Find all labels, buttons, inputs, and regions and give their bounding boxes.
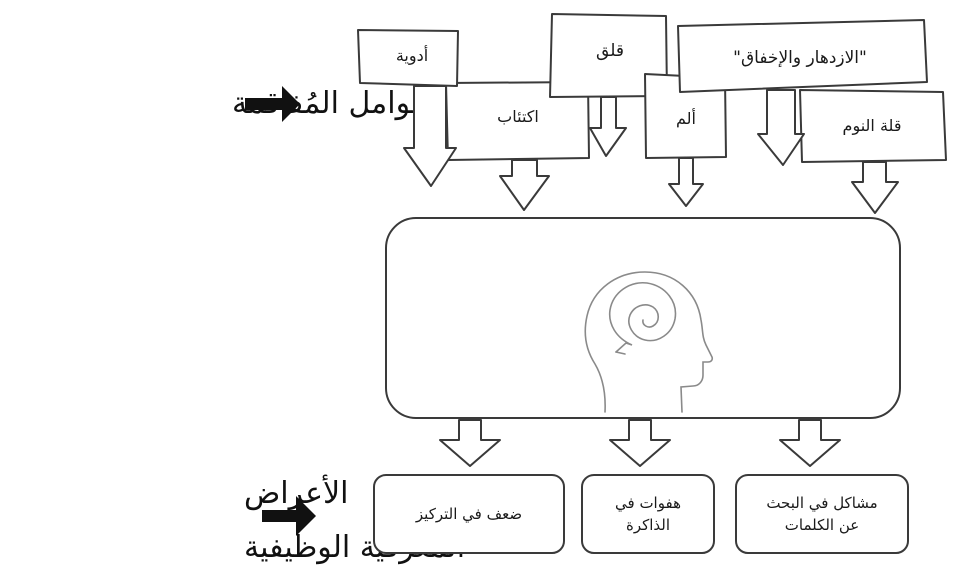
symptom-label-memory: هفوات في الذاكرة: [615, 494, 681, 534]
arrow-depression: [499, 159, 550, 211]
symptoms-pointer-arrow: [262, 496, 316, 536]
trigger-label-medication: أدوية: [396, 45, 428, 66]
arrow-pain: [668, 157, 704, 207]
arrow-poor-sleep: [851, 161, 899, 214]
trigger-label-poor-sleep: قلة النوم: [843, 116, 902, 136]
symptom-box-memory: [581, 474, 715, 554]
arrow-anxiety: [589, 96, 627, 157]
symptom-box-concentration: [373, 474, 565, 554]
arrow-boom-bust: [757, 89, 805, 166]
trigger-box-depression: [445, 81, 590, 161]
symptom-label-concentration: ضعف في التركيز: [415, 505, 523, 523]
symptom-box-word-finding: [735, 474, 909, 554]
trigger-label-boom-bust: "الازدهار والإخفاق": [733, 48, 867, 68]
trigger-label-depression: اكتئاب: [497, 107, 539, 126]
trigger-label-anxiety: قلق: [596, 41, 624, 61]
arrow-medication: [403, 85, 457, 187]
triggers-pointer-arrow: [245, 86, 300, 122]
arrow-to-word-finding: [779, 419, 841, 467]
arrow-to-memory: [609, 419, 671, 467]
head-spiral-icon: [584, 271, 714, 413]
trigger-box-boom-bust: [677, 19, 928, 93]
trigger-label-pain: ألم: [676, 108, 696, 128]
center-box: [385, 217, 901, 419]
arrow-to-concentration: [439, 419, 501, 467]
trigger-box-medication: [357, 29, 459, 87]
symptom-label-word-finding: مشاكل في البحث عن الكلمات: [766, 494, 878, 534]
